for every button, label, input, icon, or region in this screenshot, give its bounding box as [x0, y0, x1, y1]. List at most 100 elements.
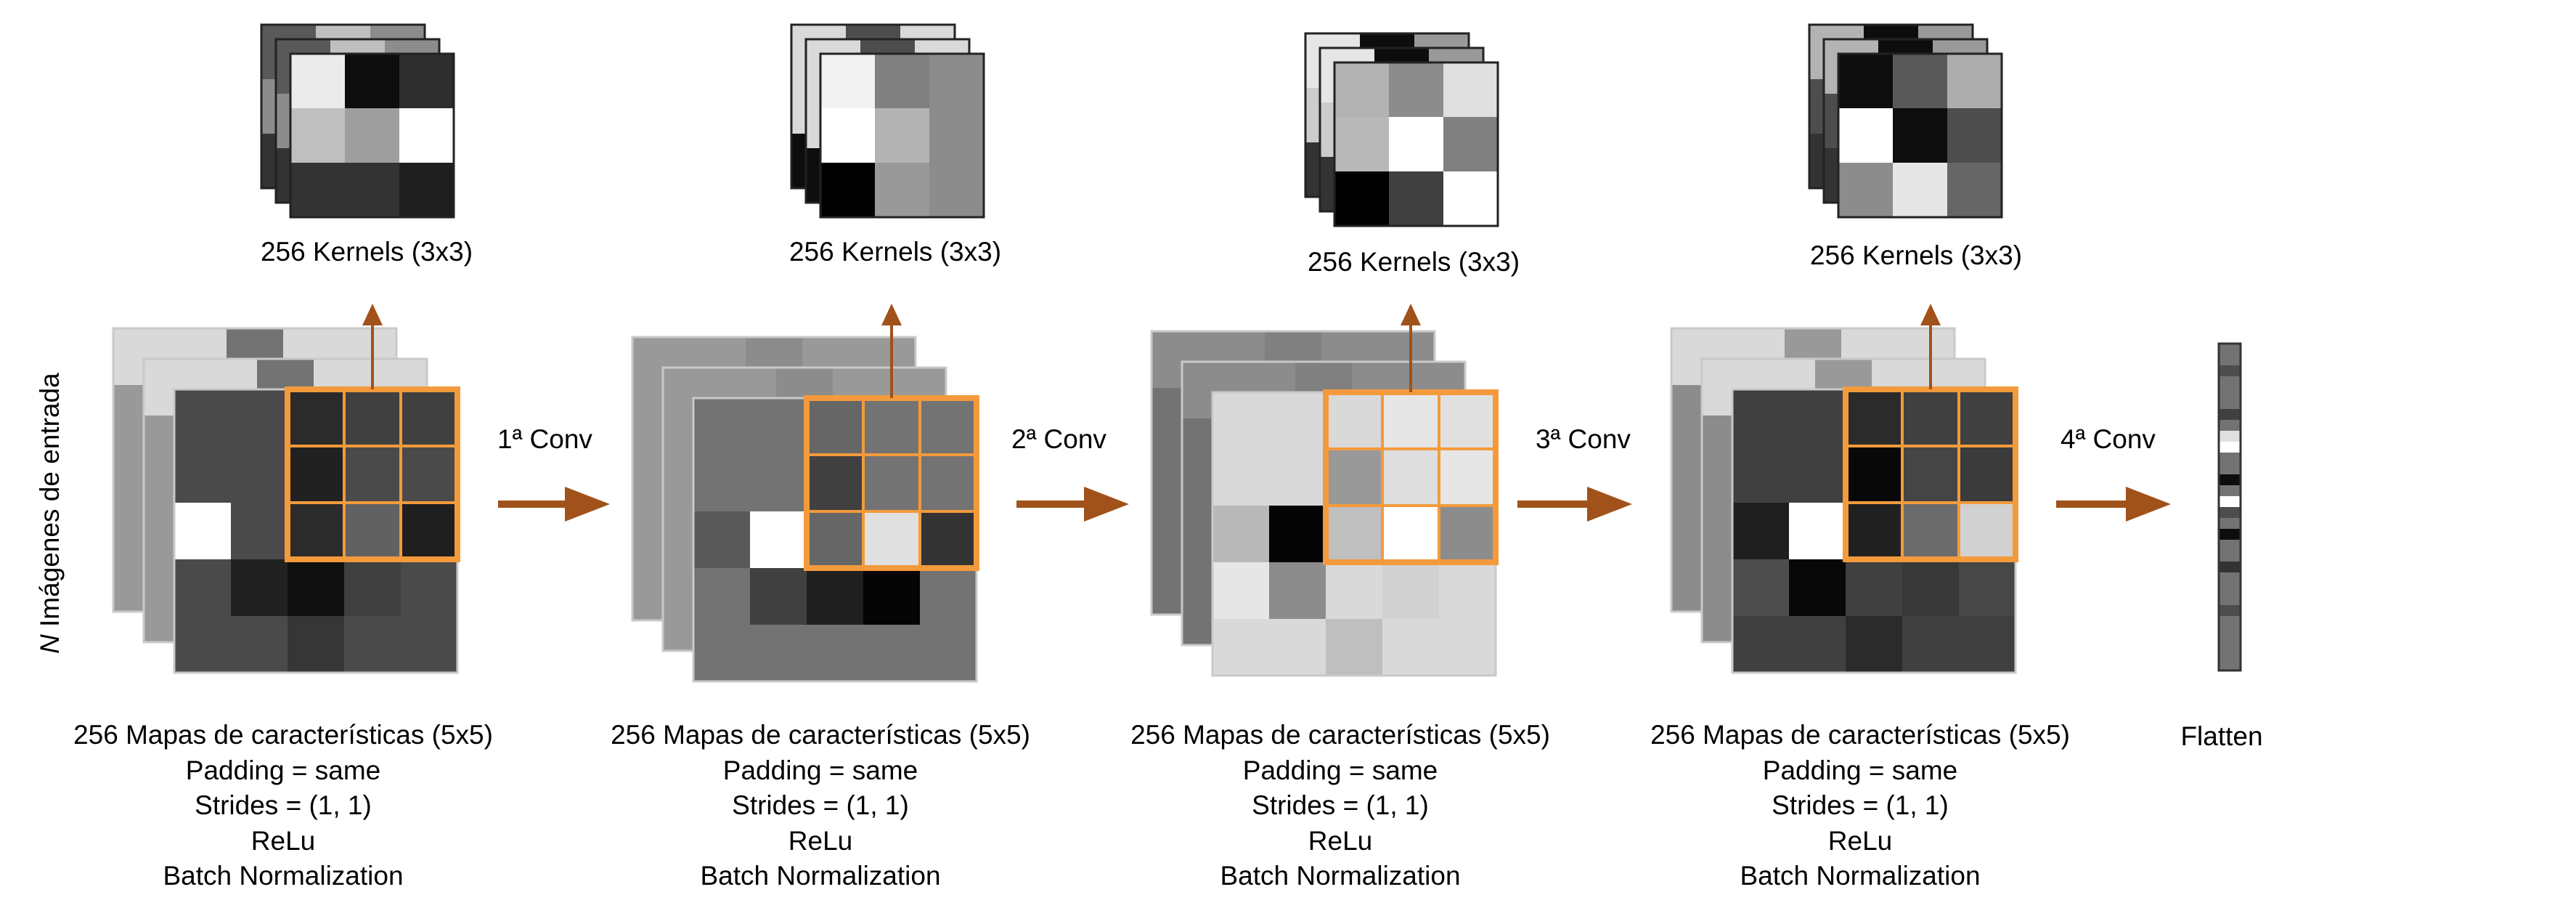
- feature-map-front-3-cell: [1382, 562, 1439, 619]
- kernel-label-4: 256 Kernels (3x3): [1809, 240, 2023, 270]
- caption-maps: 256 Mapas de características (5x5): [611, 720, 1030, 750]
- feature-map-front-2-cell: [750, 625, 807, 681]
- caption-padding: Padding = same: [722, 755, 918, 785]
- feature-map-front-3-cell: [1269, 619, 1326, 676]
- feature-map-front-2-cell: [750, 455, 807, 511]
- kernel-label-2: 256 Kernels (3x3): [788, 237, 1002, 267]
- flatten-cell: [2219, 638, 2241, 649]
- feature-map-front-3-cell: [1269, 392, 1326, 449]
- caption-normalization: Batch Normalization: [1220, 861, 1461, 891]
- conv-arrow-2-head: [1084, 487, 1129, 522]
- feature-map-front-3-cell: [1212, 392, 1269, 449]
- feature-map-front-1-cell: [344, 559, 401, 616]
- flatten-cell: [2219, 605, 2241, 617]
- feature-map-front-1-cell: [288, 559, 344, 616]
- input-images-label: N Imágenes de entrada: [35, 373, 65, 654]
- caption-activation: ReLu: [250, 825, 316, 856]
- flatten-cell: [2219, 540, 2241, 551]
- kernel-arrow-2-head: [881, 304, 902, 325]
- kernel-front-4-cell: [1838, 163, 1893, 217]
- flatten-cell: [2219, 354, 2241, 366]
- feature-map-front-2-cell: [920, 511, 977, 568]
- kernel-front-1-border: [289, 52, 455, 219]
- feature-map-front-2-cell: [807, 625, 863, 681]
- feature-map-front-2-cell: [920, 568, 977, 625]
- kernel-front-4-cell: [1947, 108, 2002, 163]
- kernel-front-3-cell: [1389, 62, 1443, 117]
- kernel-front-3-cell: [1443, 117, 1498, 171]
- flatten-cell: [2219, 485, 2241, 497]
- flatten-cell: [2219, 442, 2241, 453]
- feature-map-front-3-cell: [1326, 392, 1382, 449]
- flatten-cell: [2219, 365, 2241, 377]
- flatten-cell: [2219, 616, 2241, 628]
- feature-map-front-2-cell: [693, 568, 750, 625]
- feature-map-front-1-cell: [174, 503, 231, 559]
- feature-map-front-2-cell: [750, 398, 807, 455]
- kernel-front-1-cell: [290, 163, 345, 217]
- feature-map-front-2-cell: [693, 398, 750, 455]
- feature-map-front-2-cell: [863, 455, 920, 511]
- feature-map-front-3-cell: [1439, 619, 1496, 676]
- feature-map-front-1-cell: [288, 389, 344, 446]
- feature-map-front-2-cell: [750, 511, 807, 568]
- flatten-cell: [2219, 398, 2241, 410]
- kernel-front-2-cell: [875, 108, 929, 163]
- feature-map-front-3-cell: [1212, 619, 1269, 676]
- kernel-label-3: 256 Kernels (3x3): [1307, 247, 1520, 277]
- feature-map-front-3-cell: [1212, 506, 1269, 562]
- conv-arrow-4-head: [2126, 487, 2171, 522]
- feature-map-front-1-cell: [231, 559, 288, 616]
- kernel-front-2-cell: [875, 54, 929, 108]
- feature-map-front-4-cell: [1959, 389, 2015, 446]
- kernel-front-1-cell: [399, 163, 454, 217]
- conv-label-1: 1ª Conv: [497, 424, 592, 454]
- kernel-front-1-cell: [290, 54, 345, 108]
- kernel-front-3-cell: [1334, 62, 1389, 117]
- caption-activation: ReLu: [1827, 825, 1893, 856]
- feature-map-front-2-cell: [807, 398, 863, 455]
- feature-map-front-1-cell: [231, 503, 288, 559]
- feature-map-front-4-cell: [1902, 446, 1959, 503]
- flatten-cell: [2219, 344, 2241, 355]
- feature-map-front-1-cell: [401, 446, 457, 503]
- kernel-front-3-cell: [1443, 62, 1498, 117]
- kernel-arrow-3-head: [1401, 304, 1421, 325]
- flatten-cell: [2219, 453, 2241, 464]
- kernel-front-4-cell: [1893, 108, 1947, 163]
- feature-map-front-4-cell: [1846, 446, 1902, 503]
- kernel-front-4-cell: [1838, 108, 1893, 163]
- flatten-cell: [2219, 431, 2241, 442]
- flatten-cell: [2219, 660, 2241, 671]
- kernel-label-1: 256 Kernels (3x3): [260, 237, 473, 267]
- feature-map-front-1-cell: [401, 389, 457, 446]
- kernel-front-4-cell: [1893, 54, 1947, 108]
- kernel-front-2-cell: [929, 108, 984, 163]
- feature-map-front-1-cell: [174, 616, 231, 673]
- kernel-front-1-cell: [345, 163, 399, 217]
- flatten-cell: [2219, 627, 2241, 639]
- flatten-cell: [2219, 474, 2241, 486]
- feature-map-front-3-cell: [1382, 392, 1439, 449]
- flatten-cell: [2219, 551, 2241, 562]
- feature-map-front-1-cell: [288, 503, 344, 559]
- flatten-cell: [2219, 649, 2241, 660]
- caption-normalization: Batch Normalization: [1740, 861, 1981, 891]
- kernel-front-4-cell: [1947, 163, 2002, 217]
- feature-map-front-2-cell: [807, 511, 863, 568]
- kernel-front-3-cell: [1443, 171, 1498, 226]
- feature-map-front-2-cell: [920, 455, 977, 511]
- conv-arrow-3-head: [1587, 487, 1632, 522]
- feature-map-front-3-cell: [1382, 449, 1439, 506]
- feature-map-front-4-cell: [1732, 389, 1789, 446]
- kernel-front-2-cell: [929, 163, 984, 217]
- feature-map-front-4-cell: [1789, 503, 1846, 559]
- kernel-front-3-cell: [1334, 117, 1389, 171]
- stage-caption-2: 256 Mapas de características (5x5) Paddi…: [566, 718, 1075, 894]
- caption-strides: Strides = (1, 1): [1252, 790, 1429, 820]
- feature-map-front-3-cell: [1439, 392, 1496, 449]
- caption-activation: ReLu: [1308, 825, 1373, 856]
- caption-padding: Padding = same: [1762, 755, 1958, 785]
- kernel-front-2-cell: [875, 163, 929, 217]
- feature-map-front-3-cell: [1326, 449, 1382, 506]
